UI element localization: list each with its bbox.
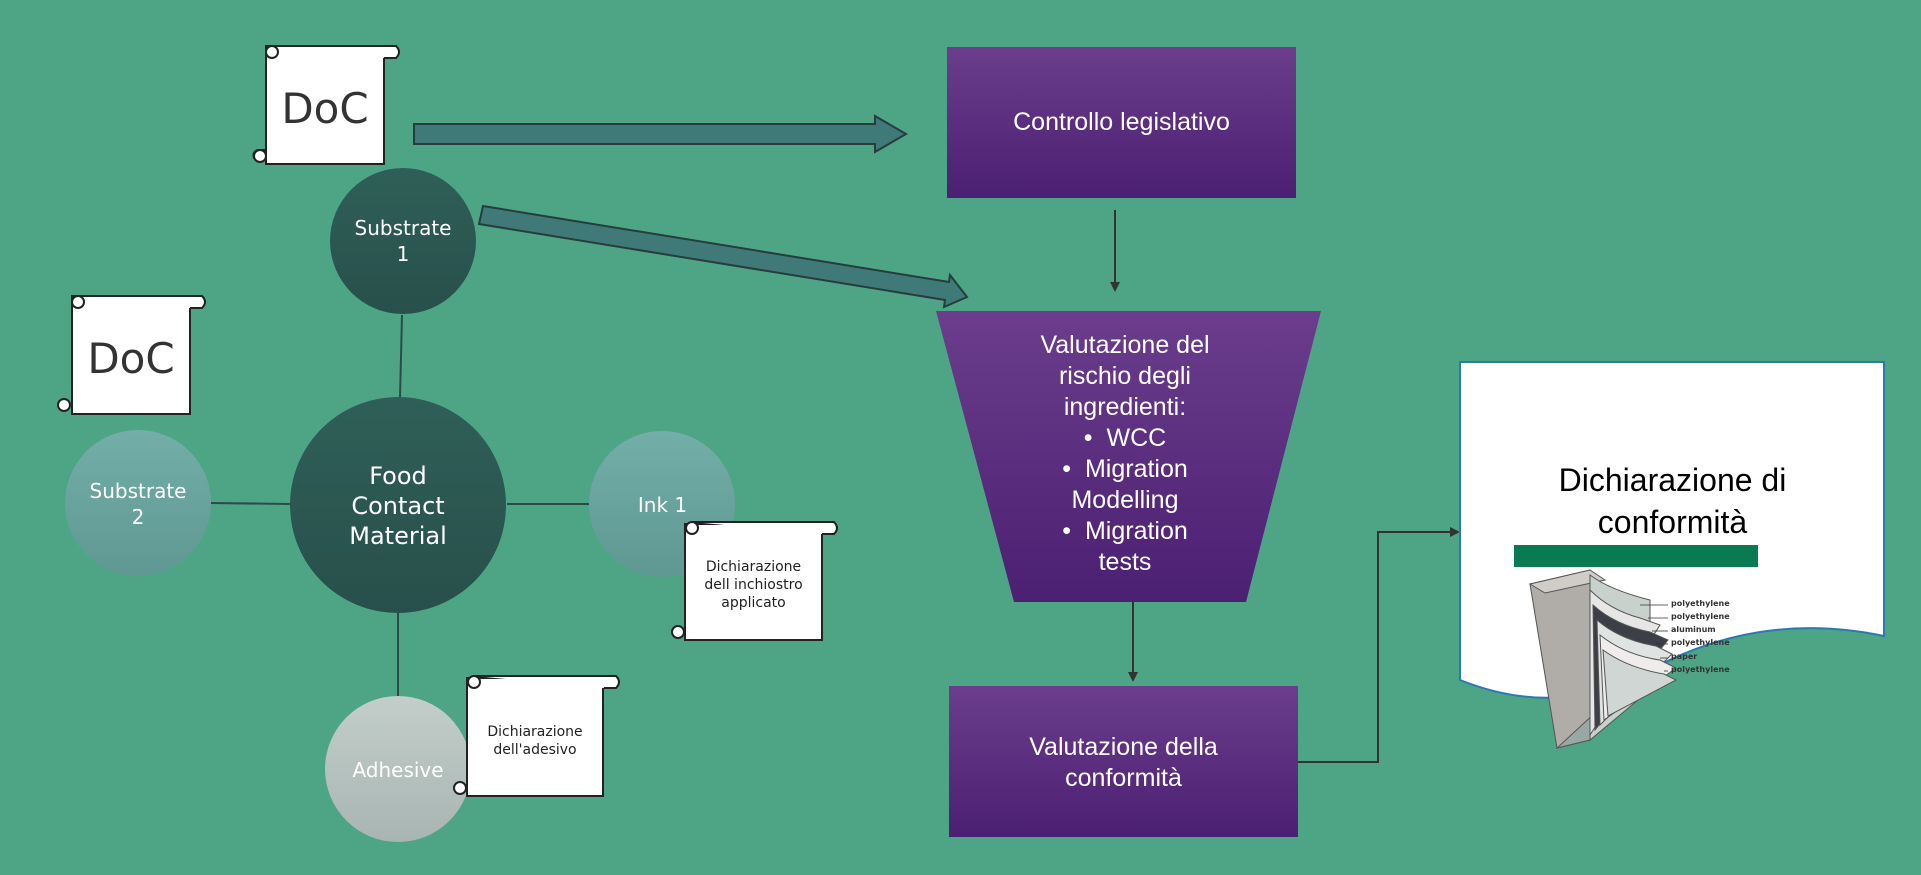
layer-label: polyethylene [1671,612,1730,621]
arrow-conformity-to-declaration [1298,527,1460,763]
layer-label: aluminum [1671,625,1716,634]
connector-substrate-2 [209,502,291,505]
layer-label: polyethylene [1671,665,1730,674]
risk-item-migration-tests: Migration tests [960,516,1290,578]
scroll-icon [57,295,206,415]
connector-substrate-1 [399,314,403,399]
scroll-icon [453,675,620,797]
layer-label: polyethylene [1671,638,1730,647]
risk-assessment-title: Valutazione del rischio degli ingredient… [1040,331,1210,421]
adhesive-node [325,696,471,842]
legislative-control-box [947,47,1296,198]
layer-label: polyethylene [1671,599,1730,608]
risk-assessment-list: WCC Migration Modelling Migration tests [960,423,1290,578]
risk-item-migration-modelling: Migration Modelling [960,454,1290,516]
declaration-accent-bar [1514,545,1758,567]
risk-assessment-text: Valutazione del rischio degli ingredient… [960,330,1290,578]
food-contact-material-node [290,397,506,613]
scroll-icon [252,45,400,165]
substrate-2-node [65,430,211,576]
scroll-icon [671,521,838,641]
block-arrow-substrate-to-risk [477,204,969,309]
substrate-1-node [330,168,476,314]
block-arrow-doc-to-legislative [413,114,908,154]
risk-item-wcc: WCC [960,423,1290,454]
hub-connectors [209,314,590,697]
carton-layers-icon [1528,569,1678,749]
conformity-assessment-box [949,686,1298,837]
layer-label: paper [1671,652,1698,661]
declaration-document [1459,361,1885,699]
